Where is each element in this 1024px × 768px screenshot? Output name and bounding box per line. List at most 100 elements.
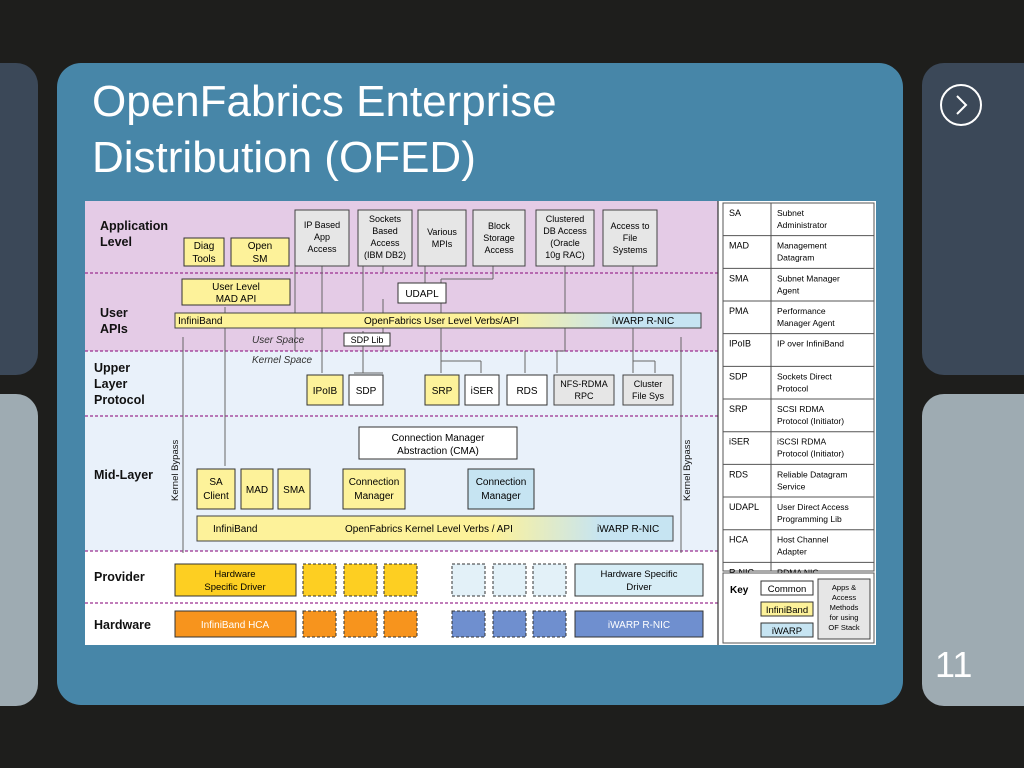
glossary-desc: Datagram: [777, 253, 814, 263]
svg-text:iWARP R-NIC: iWARP R-NIC: [597, 524, 659, 535]
title-line-1: OpenFabrics Enterprise: [92, 77, 557, 126]
box-iser: iSER: [464, 374, 500, 406]
provider-placeholders-iwarp: [451, 563, 567, 597]
key-swatch-infiniband: [760, 601, 814, 617]
glossary-abbr: SDP: [729, 371, 748, 381]
svg-text:Abstraction (CMA): Abstraction (CMA): [397, 446, 479, 457]
right-grey-panel: [922, 394, 1024, 706]
glossary-abbr: R-NIC: [729, 567, 754, 577]
glossary-desc: Protocol (Initiator): [777, 416, 844, 426]
svg-text:RDS: RDS: [516, 386, 537, 397]
svg-text:InfiniBand HCA: InfiniBand HCA: [201, 620, 270, 631]
box-ip-based-access: IP Based App Access: [294, 209, 350, 267]
svg-text:Access to: Access to: [610, 221, 649, 231]
label-provider: Provider: [94, 570, 145, 584]
box-mad: MAD: [240, 468, 274, 510]
svg-text:Access: Access: [484, 245, 514, 255]
svg-text:SDP: SDP: [356, 386, 377, 397]
chevron-right-icon: [956, 95, 968, 115]
hardware-placeholders-iwarp: [451, 610, 567, 638]
label-application-2: Level: [100, 235, 132, 249]
glossary-desc: Adapter: [777, 547, 807, 557]
glossary-abbr: SA: [729, 208, 741, 218]
ofed-diagram: Application Level User APIs Upper Layer …: [85, 201, 876, 645]
glossary-abbr: IPoIB: [729, 339, 751, 349]
title-line-2: Distribution (OFED): [92, 133, 476, 182]
glossary-desc: Manager Agent: [777, 318, 835, 328]
svg-text:SA: SA: [209, 477, 223, 488]
box-connection-manager-ib: Connection Manager: [342, 468, 406, 510]
box-diag-tools: Diag Tools: [183, 237, 225, 267]
svg-text:Block: Block: [488, 221, 511, 231]
user-space-label: User Space: [252, 335, 305, 346]
label-hardware: Hardware: [94, 618, 151, 632]
box-udapl: UDAPL: [397, 282, 447, 304]
next-slide-button[interactable]: [940, 84, 982, 126]
label-upper-layer-2: Layer: [94, 377, 127, 391]
glossary-abbr: RDS: [729, 469, 748, 479]
svg-text:Open: Open: [248, 241, 272, 252]
svg-text:iWARP R-NIC: iWARP R-NIC: [612, 316, 674, 327]
svg-text:OF Stack: OF Stack: [828, 623, 860, 632]
label-user-apis-2: APIs: [100, 322, 128, 336]
svg-text:MPIs: MPIs: [432, 239, 453, 249]
svg-text:SDP Lib: SDP Lib: [351, 335, 384, 345]
svg-text:IP Based: IP Based: [304, 220, 340, 230]
svg-text:File Sys: File Sys: [632, 391, 665, 401]
glossary-desc: iSCSI RDMA: [777, 437, 826, 447]
svg-text:InfiniBand: InfiniBand: [213, 524, 257, 535]
glossary-desc: Protocol: [777, 383, 808, 393]
svg-text:SM: SM: [253, 254, 268, 265]
svg-text:Hardware: Hardware: [214, 569, 255, 580]
glossary-desc: Service: [777, 481, 806, 491]
svg-text:SRP: SRP: [432, 386, 453, 397]
svg-text:iSER: iSER: [471, 386, 494, 397]
svg-text:DB Access: DB Access: [543, 226, 587, 236]
svg-text:Client: Client: [203, 491, 229, 502]
svg-text:(Oracle: (Oracle: [550, 238, 580, 248]
svg-text:Manager: Manager: [354, 491, 394, 502]
glossary-desc: Sockets Direct: [777, 371, 832, 381]
svg-text:File: File: [623, 233, 638, 243]
svg-text:(IBM DB2): (IBM DB2): [364, 250, 406, 260]
svg-text:OpenFabrics User Level Verbs/: OpenFabrics User Level Verbs/API: [364, 316, 519, 327]
key-iwarp-label: iWARP: [772, 626, 802, 637]
svg-text:NFS-RDMA: NFS-RDMA: [560, 379, 608, 389]
box-sockets-based-access: Sockets Based Access (IBM DB2): [357, 209, 413, 267]
svg-text:User Level: User Level: [212, 282, 260, 293]
glossary-desc: Programming Lib: [777, 514, 842, 524]
svg-text:Specific Driver: Specific Driver: [204, 582, 265, 593]
svg-text:Apps &: Apps &: [832, 583, 856, 592]
svg-text:UDAPL: UDAPL: [405, 289, 439, 300]
label-user-apis-1: User: [100, 306, 128, 320]
label-upper-layer-1: Upper: [94, 361, 130, 375]
box-block-storage-access: Block Storage Access: [472, 209, 526, 267]
glossary-desc: Subnet: [777, 208, 805, 218]
label-application-1: Application: [100, 219, 168, 233]
glossary-abbr: SRP: [729, 404, 748, 414]
left-grey-panel: [0, 394, 38, 706]
layer-separators: [85, 272, 718, 604]
svg-text:Based: Based: [372, 226, 398, 236]
svg-text:Clustered: Clustered: [546, 214, 585, 224]
box-srp: SRP: [424, 374, 460, 406]
key-common-label: Common: [768, 584, 807, 595]
svg-text:Connection: Connection: [476, 477, 527, 488]
svg-text:Sockets: Sockets: [369, 214, 402, 224]
box-open-sm: Open SM: [230, 237, 290, 267]
svg-text:RPC: RPC: [574, 391, 594, 401]
box-hw-specific-driver-ib: Hardware Specific Driver: [174, 563, 297, 597]
svg-text:for using: for using: [830, 613, 859, 622]
glossary-abbr: iSER: [729, 437, 750, 447]
svg-text:Methods: Methods: [830, 603, 859, 612]
bar-user-level-verbs: InfiniBand OpenFabrics User Level Verbs/…: [174, 312, 702, 329]
